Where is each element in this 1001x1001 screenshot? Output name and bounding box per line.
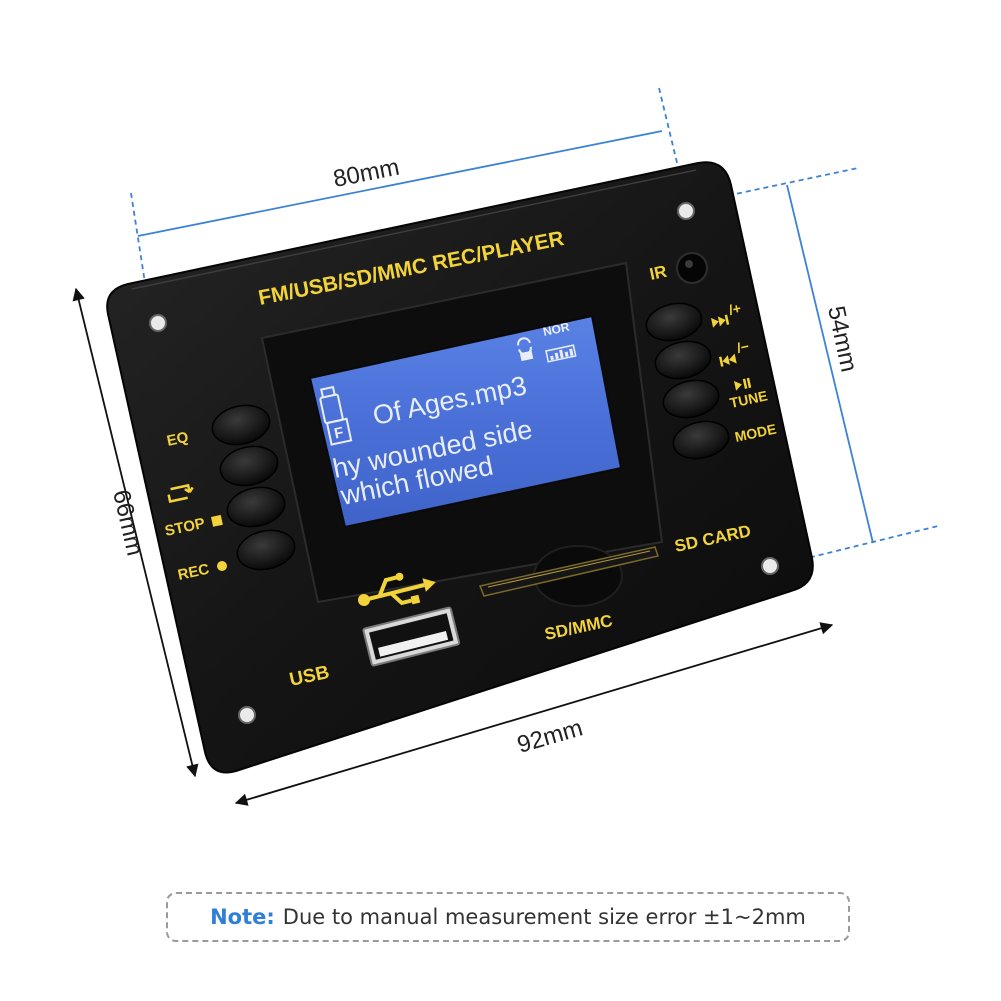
prev-label: /− xyxy=(735,338,750,356)
left-button-column xyxy=(209,400,299,574)
lcd-screen xyxy=(308,314,623,529)
dim-left-label: 66mm xyxy=(107,487,148,558)
dim-top-label: 80mm xyxy=(331,154,402,193)
mode-button[interactable] xyxy=(670,417,732,464)
mount-hole xyxy=(238,706,256,724)
sd-slot-contacts xyxy=(487,550,651,588)
rec-label: REC xyxy=(176,561,211,584)
dim-bottom-label: 92mm xyxy=(514,714,586,758)
repeat-button[interactable] xyxy=(217,441,282,490)
rec-button[interactable] xyxy=(234,525,299,574)
dim-right-label: 54mm xyxy=(822,304,862,375)
stop-square-icon xyxy=(211,514,223,527)
prev-button[interactable] xyxy=(652,337,714,384)
ir-sensor-glint xyxy=(685,260,693,268)
eq-label: EQ xyxy=(165,429,190,450)
right-button-column xyxy=(643,299,732,464)
note-text: Due to manual measurement size error ±1~… xyxy=(282,905,806,929)
measurement-note: Note: Due to manual measurement size err… xyxy=(166,892,850,942)
tune-label: TUNE xyxy=(728,387,769,411)
play-pause-icon xyxy=(734,377,752,391)
eq-bars-icon xyxy=(545,344,577,363)
mount-hole xyxy=(761,557,779,575)
ir-sensor xyxy=(676,252,708,284)
mount-hole xyxy=(677,202,695,220)
repeat-icon xyxy=(167,483,194,503)
eq-button[interactable] xyxy=(209,400,274,449)
lcd-status-label: NOR xyxy=(542,320,571,339)
usb-port-tongue xyxy=(378,630,449,657)
usb-symbol-icon xyxy=(358,572,436,606)
rec-dot-icon xyxy=(217,561,227,571)
panel-edge-highlight xyxy=(131,169,697,290)
mount-hole xyxy=(149,314,167,332)
stop-button[interactable] xyxy=(224,482,289,531)
mounting-holes xyxy=(149,202,779,724)
ir-label: IR xyxy=(648,262,669,284)
note-prefix: Note: xyxy=(210,905,275,929)
usb-port[interactable] xyxy=(362,606,461,667)
prev-icon xyxy=(719,353,737,367)
play-tune-button[interactable] xyxy=(660,376,722,423)
repeat-status-icon xyxy=(517,337,534,362)
file-icon: F xyxy=(325,417,353,446)
next-icon xyxy=(711,314,730,328)
file-icon-letter: F xyxy=(333,424,346,443)
sd-card-slot[interactable] xyxy=(478,545,659,607)
next-button[interactable] xyxy=(643,299,705,346)
next-label: /+ xyxy=(727,300,742,318)
